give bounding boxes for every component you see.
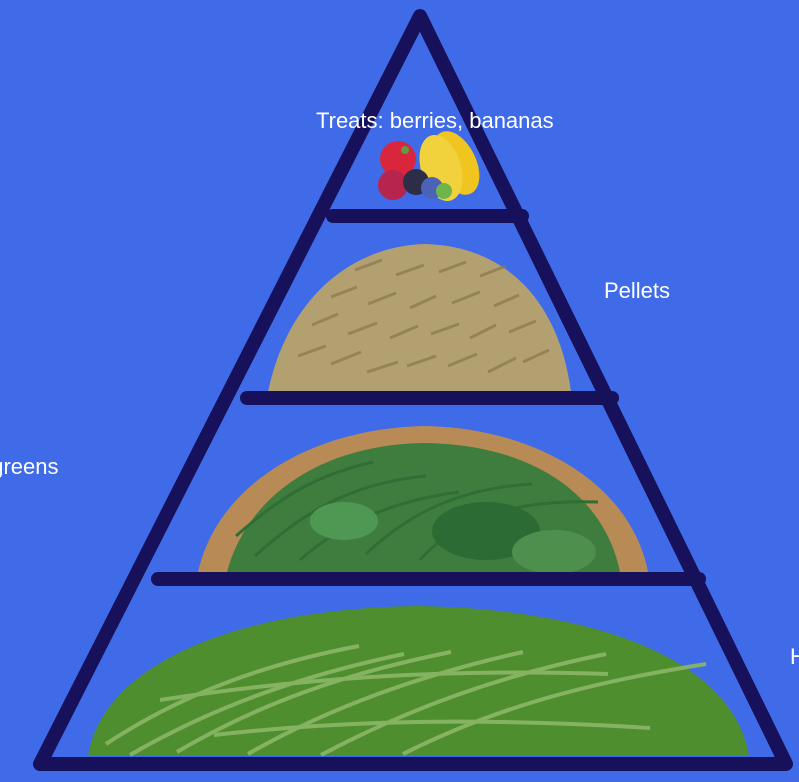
greens-label: fy greens bbox=[0, 456, 59, 478]
treats-label: Treats: berries, bananas bbox=[316, 110, 554, 132]
pellets-label: Pellets bbox=[604, 280, 670, 302]
hay-image bbox=[73, 585, 778, 756]
hay-label: H bbox=[790, 646, 799, 668]
greens-image bbox=[170, 405, 690, 574]
